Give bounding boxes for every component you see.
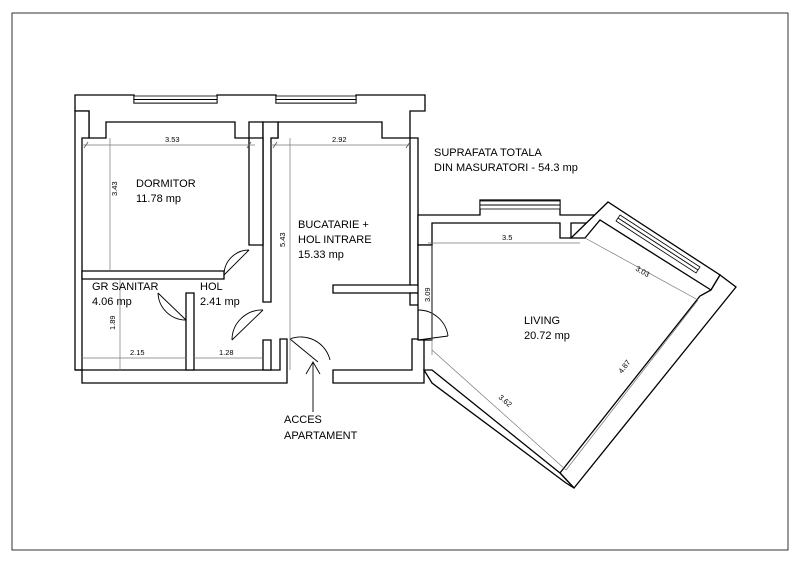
dim-bucatarie-width: 2.92: [332, 135, 347, 144]
wall-left: [74, 110, 90, 371]
dimension-values: 3.53 3.43 2.92 5.43 3.5 3.03 3.09 4.87 3…: [108, 135, 651, 409]
room-name-dormitor: DORMITOR: [136, 178, 196, 190]
wall-dormitor-right: [248, 137, 264, 246]
wall-dormitor-bucatarie: [262, 121, 279, 303]
wall-bucatarie-right: [409, 137, 419, 294]
dim-dormitor-width: 3.53: [165, 135, 180, 144]
labels: SUPRAFATA TOTALA DIN MASURATORI - 54.3 m…: [92, 147, 578, 442]
dim-living-bottom: 3.62: [497, 393, 514, 409]
door-hol: [231, 309, 264, 341]
wall-living-right: [559, 274, 737, 489]
dim-dormitor-height: 3.43: [110, 181, 119, 196]
dim-living-diag-top: 3.03: [634, 264, 651, 279]
door-entrance: [289, 338, 319, 363]
windows: [133, 95, 701, 274]
wall-grsanitar-hol: [185, 292, 195, 371]
room-area-living: 20.72 mp: [524, 330, 570, 342]
room-name-bucatarie-1: BUCATARIE +: [298, 219, 369, 231]
total-area-line2: DIN MASURATORI - 54.3 mp: [434, 162, 578, 174]
dim-hol-width: 1.28: [219, 348, 234, 357]
room-name-living: LIVING: [524, 315, 560, 327]
room-name-hol: HOL: [200, 281, 223, 293]
dim-living-left: 3.09: [423, 287, 432, 302]
sheet-border: [11, 12, 789, 551]
wall-bucatarie-partition: [332, 284, 425, 294]
access-line2: APARTAMENT: [284, 430, 358, 442]
total-area-line1: SUPRAFATA TOTALA: [434, 147, 542, 159]
dimension-lines: [82, 138, 699, 471]
room-area-bucatarie: 15.33 mp: [298, 249, 344, 261]
walls: [74, 94, 737, 489]
dim-bucatarie-height: 5.43: [278, 232, 287, 247]
room-area-gr-sanitar: 4.06 mp: [92, 296, 132, 308]
door-dormitor: [223, 249, 250, 276]
dim-living-right: 4.87: [616, 358, 632, 375]
wall-dormitor-bottom: [81, 270, 225, 280]
access-line1: ACCES: [284, 414, 322, 426]
wall-bottom-left: [75, 338, 288, 384]
wall-hol-right: [262, 339, 272, 371]
room-area-hol: 2.41 mp: [200, 296, 240, 308]
room-area-dormitor: 11.78 mp: [136, 193, 181, 205]
dim-gr-sanitar-width: 2.15: [130, 348, 145, 357]
room-name-bucatarie-2: HOL INTRARE: [298, 234, 372, 246]
dim-living-top: 3.5: [502, 233, 512, 242]
wall-living-top: [417, 199, 598, 246]
wall-top-left: [74, 94, 426, 139]
door-gr-sanitar: [157, 292, 187, 321]
door-living: [417, 335, 449, 341]
entrance-arrow: [305, 361, 321, 412]
doors: [157, 249, 449, 363]
dim-gr-sanitar-height: 1.89: [108, 315, 117, 330]
wall-bottom-mid: [332, 338, 425, 384]
room-name-gr-sanitar: GR SANITAR: [92, 281, 158, 293]
wall-living-bottom: [422, 369, 575, 489]
